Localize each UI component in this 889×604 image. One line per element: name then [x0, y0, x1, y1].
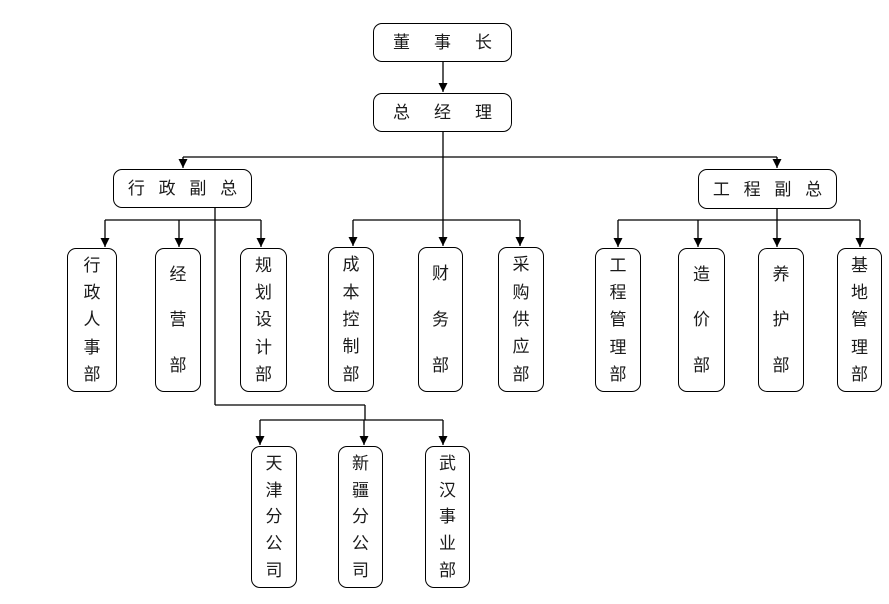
org-node-planning-design: 规划设计部 — [240, 248, 287, 392]
org-node-finance: 财务部 — [418, 247, 463, 392]
org-node-xinjiang-branch-label: 新疆分公司 — [352, 453, 369, 581]
org-node-tianjin-branch: 天津分公司 — [251, 446, 297, 588]
org-node-operations-label: 经营部 — [169, 265, 187, 375]
org-node-chairman: 董事长 — [373, 23, 512, 62]
org-node-admin-hr-label: 行政人事部 — [83, 256, 101, 384]
org-node-eng-vp: 工程副总 — [698, 169, 837, 209]
org-node-eng-management: 工程管理部 — [595, 248, 641, 392]
org-node-admin-vp: 行政副总 — [113, 169, 252, 208]
org-node-base-management-label: 基地管理部 — [851, 256, 868, 384]
org-node-eng-management-label: 工程管理部 — [609, 256, 627, 384]
org-node-admin-vp-label: 行政副总 — [127, 179, 238, 198]
org-node-cost-estimation: 造价部 — [678, 248, 725, 392]
org-node-wuhan-division-label: 武汉事业部 — [439, 453, 456, 581]
org-node-chairman-label: 董事长 — [393, 33, 492, 52]
org-node-operations: 经营部 — [155, 248, 201, 392]
org-node-general-manager-label: 总经理 — [393, 103, 492, 122]
org-node-base-management: 基地管理部 — [837, 248, 882, 392]
org-node-procurement-supply-label: 采购供应部 — [512, 255, 530, 384]
org-node-cost-control: 成本控制部 — [328, 247, 374, 392]
org-node-cost-estimation-label: 造价部 — [693, 265, 710, 375]
org-node-planning-design-label: 规划设计部 — [255, 256, 272, 384]
org-node-cost-control-label: 成本控制部 — [342, 255, 360, 384]
org-node-xinjiang-branch: 新疆分公司 — [338, 446, 383, 588]
org-node-admin-hr: 行政人事部 — [67, 248, 117, 392]
org-node-procurement-supply: 采购供应部 — [498, 247, 544, 392]
org-node-tianjin-branch-label: 天津分公司 — [265, 453, 283, 581]
org-node-general-manager: 总经理 — [373, 93, 512, 132]
org-node-eng-vp-label: 工程副总 — [712, 179, 823, 199]
org-node-maintenance: 养护部 — [758, 248, 804, 392]
org-node-wuhan-division: 武汉事业部 — [425, 446, 470, 588]
org-node-finance-label: 财务部 — [432, 264, 449, 375]
org-node-maintenance-label: 养护部 — [772, 265, 790, 375]
